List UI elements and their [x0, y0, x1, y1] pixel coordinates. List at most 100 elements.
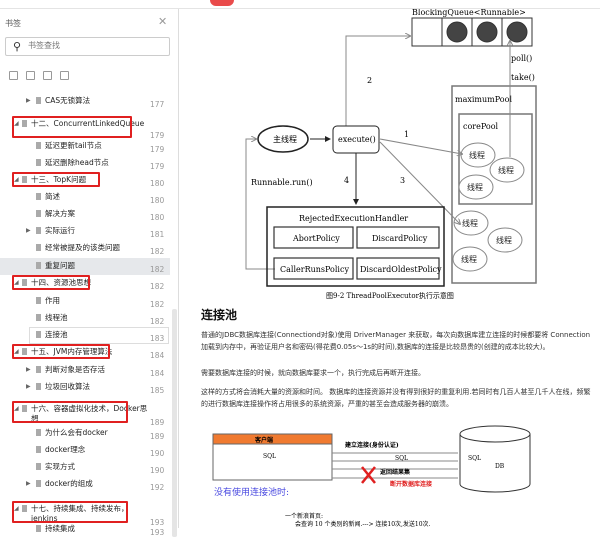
- toolbar-badge[interactable]: [210, 0, 234, 6]
- bookmark-tools: [9, 65, 77, 84]
- bookmark-label: 十七、持续集成、持续发布，jenkins: [31, 504, 129, 523]
- bookmark-label: 持续集成: [45, 524, 75, 533]
- bookmark-item[interactable]: 线程池 182: [0, 310, 170, 327]
- core-pool-label: corePool: [463, 122, 499, 131]
- bookmark-item[interactable]: 简述 180: [0, 189, 170, 206]
- path-1-label: 1: [404, 130, 409, 139]
- bookmark-label: 为什么会有docker: [45, 428, 108, 437]
- highlight-box: [12, 501, 128, 523]
- database-icon: [459, 425, 531, 493]
- expand-arrow-icon[interactable]: ▶: [26, 227, 31, 234]
- collapse-arrow-icon[interactable]: ◢: [14, 505, 19, 512]
- expand-arrow-icon[interactable]: ▶: [26, 480, 31, 487]
- expand-arrow-icon[interactable]: ▶: [26, 366, 31, 373]
- connection-diagram: 客户端 SQL SQL DB 建立连接(身份认证) SQL 返回结果集 断开数据…: [212, 425, 531, 528]
- collapse-arrow-icon[interactable]: ◢: [14, 279, 19, 286]
- page-number: 193: [150, 528, 165, 537]
- bookmark-icon: [36, 210, 41, 217]
- sql-label: SQL: [395, 455, 408, 462]
- bookmark-icon: [22, 279, 27, 286]
- page-number: 182: [150, 282, 165, 291]
- highlight-box: [12, 275, 90, 290]
- caller-runs-policy: CallerRunsPolicy: [280, 265, 349, 274]
- queue: [411, 17, 533, 47]
- bookmark-icon: [36, 227, 41, 234]
- path-3-label: 3: [400, 176, 405, 185]
- collapse-all-icon[interactable]: [26, 71, 35, 80]
- page-number: 182: [150, 317, 165, 326]
- page-number: 185: [150, 386, 165, 395]
- highlight-box: [12, 116, 132, 138]
- highlight-box: [12, 344, 110, 359]
- discard-policy: DiscardPolicy: [372, 234, 428, 243]
- bookmark-search[interactable]: ⚲: [5, 37, 170, 56]
- bookmark-label: 实现方式: [45, 462, 75, 471]
- return-label: 返回结果集: [380, 468, 411, 476]
- paragraph: 需要数据库连接的时候，就向数据库要求一个，执行完成后再断开连接。: [201, 369, 425, 377]
- bookmark-label: 线程池: [45, 313, 68, 322]
- page-number: 180: [150, 196, 165, 205]
- search-input[interactable]: [28, 41, 163, 50]
- focus-outline: [29, 327, 169, 344]
- bookmark-icon: [36, 463, 41, 470]
- page-number: 179: [150, 145, 165, 154]
- maximum-pool-box: [451, 85, 537, 284]
- toolbar: [0, 0, 600, 9]
- figure-caption: 图9-2 ThreadPoolExecutor执行示意图: [326, 291, 454, 300]
- bookmark-icon: [36, 159, 41, 166]
- db-label: DB: [495, 463, 505, 470]
- thread-node: [453, 210, 489, 236]
- bookmark-label: 作用: [45, 296, 60, 305]
- thread-label: 线程: [467, 182, 483, 192]
- bookmark-label: 解决方案: [45, 209, 75, 218]
- bookmark-label: 十三、TopK问题: [31, 175, 87, 184]
- page-number: 177: [150, 100, 165, 109]
- add-bookmark-icon[interactable]: [43, 71, 52, 80]
- scrollbar[interactable]: [172, 309, 177, 537]
- expand-arrow-icon[interactable]: ▶: [26, 383, 31, 390]
- collapse-arrow-icon[interactable]: ◢: [14, 120, 19, 127]
- expand-arrow-icon[interactable]: ▶: [26, 97, 31, 104]
- bookmark-icon: [22, 120, 27, 127]
- page-number: 184: [150, 351, 165, 360]
- collapse-arrow-icon[interactable]: ◢: [14, 348, 19, 355]
- connect-label: 建立连接(身份认证): [345, 441, 399, 449]
- panel-title: 书签: [5, 19, 21, 28]
- queue-label: BlockingQueue<Runnable>: [412, 9, 526, 17]
- bookmark-icon: [36, 331, 41, 338]
- expand-all-icon[interactable]: [9, 71, 18, 80]
- bookmark-icon[interactable]: [60, 71, 69, 80]
- bookmark-item[interactable]: 持续集成 193: [0, 521, 170, 538]
- document-page: BlockingQueue<Runnable> poll() take() ma…: [180, 9, 600, 528]
- collapse-arrow-icon[interactable]: ◢: [14, 176, 19, 183]
- bookmark-label: 简述: [45, 192, 60, 201]
- close-icon[interactable]: ✕: [158, 15, 168, 28]
- thread-node: [458, 174, 494, 200]
- maximum-pool-label: maximumPool: [455, 95, 512, 104]
- paragraph: 这样的方式将会消耗大量的资源和时间。 数据库的连接资源并没有得到很好的重复利用.…: [201, 388, 591, 408]
- collapse-arrow-icon[interactable]: ◢: [14, 405, 19, 412]
- highlight-box: [12, 172, 100, 187]
- bookmark-icon: [22, 405, 27, 412]
